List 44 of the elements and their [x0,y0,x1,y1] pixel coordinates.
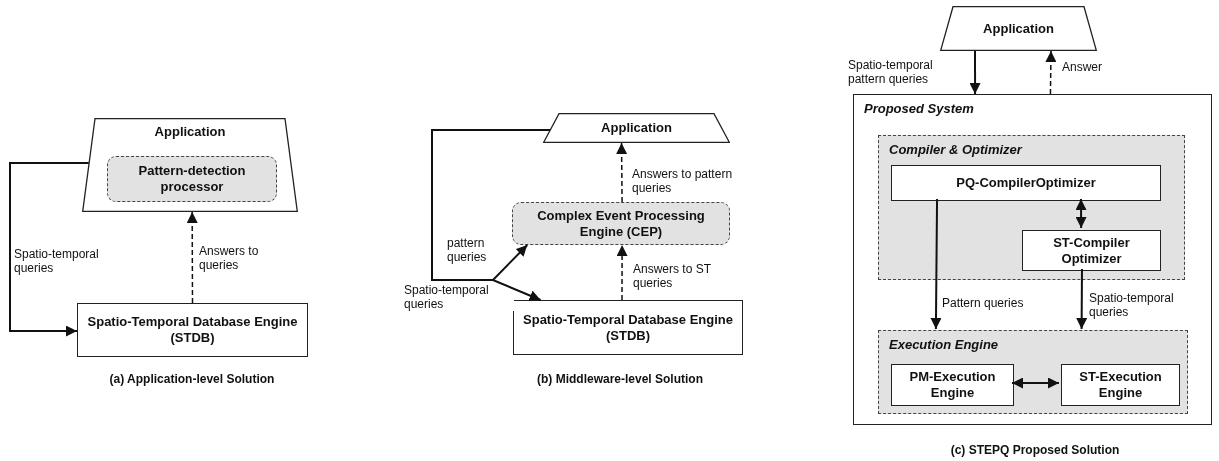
node-label: Application [601,120,672,136]
arrow [1075,198,1087,229]
arrow [9,162,90,337]
node-label: PQ-CompilerOptimizer [956,175,1096,191]
node-label: Complex Event Processing Engine (CEP) [536,207,706,240]
panel-caption: (a) Application-level Solution [109,372,275,386]
dashed-arrow [616,244,628,301]
dashed-group-box [878,330,1188,414]
edge-label: Pattern queries [942,296,1024,310]
arrow [1011,377,1060,389]
dashed-arrow [186,211,198,304]
node-label: Pattern-detection processor [137,163,247,195]
trapezoid-node [82,118,298,212]
process-box [1061,364,1180,406]
node-label: Spatio-Temporal Database Engine (STDB) [86,314,299,346]
dashed-arrow [1045,50,1057,95]
group-title: Execution Engine [889,337,999,353]
group-title: Proposed System [864,101,974,117]
panel-caption: (b) Middleware-level Solution [537,372,703,386]
dashed-arrow [616,142,628,203]
node-label: Spatio-Temporal Database Engine (STDB) [522,311,734,344]
group-title: Application [154,124,226,140]
dashed-rounded-box [512,202,730,245]
panel-caption: (c) STEPQ Proposed Solution [950,443,1120,457]
arrow [969,50,981,95]
arrow [930,198,942,330]
process-box [891,364,1014,406]
dashed-group-box [878,135,1185,280]
edge-label: Spatio-temporal queries [404,283,514,311]
trapezoid-node [543,113,730,143]
node-label: ST-Compiler Optimizer [1052,234,1131,267]
process-box [513,300,743,355]
dashed-rounded-box [107,156,277,202]
node-label: PM-Execution Engine [908,369,997,401]
node-label: ST-Execution Engine [1078,369,1163,401]
process-box [1022,230,1161,271]
arrow [1076,268,1088,330]
node-label: Application [983,20,1054,37]
process-box [77,303,308,357]
process-box [891,165,1161,201]
trapezoid-node [940,6,1097,51]
group-title: Compiler & Optimizer [889,142,1022,158]
edge-label: Answer [1062,60,1102,74]
system-boundary-box [853,94,1212,425]
